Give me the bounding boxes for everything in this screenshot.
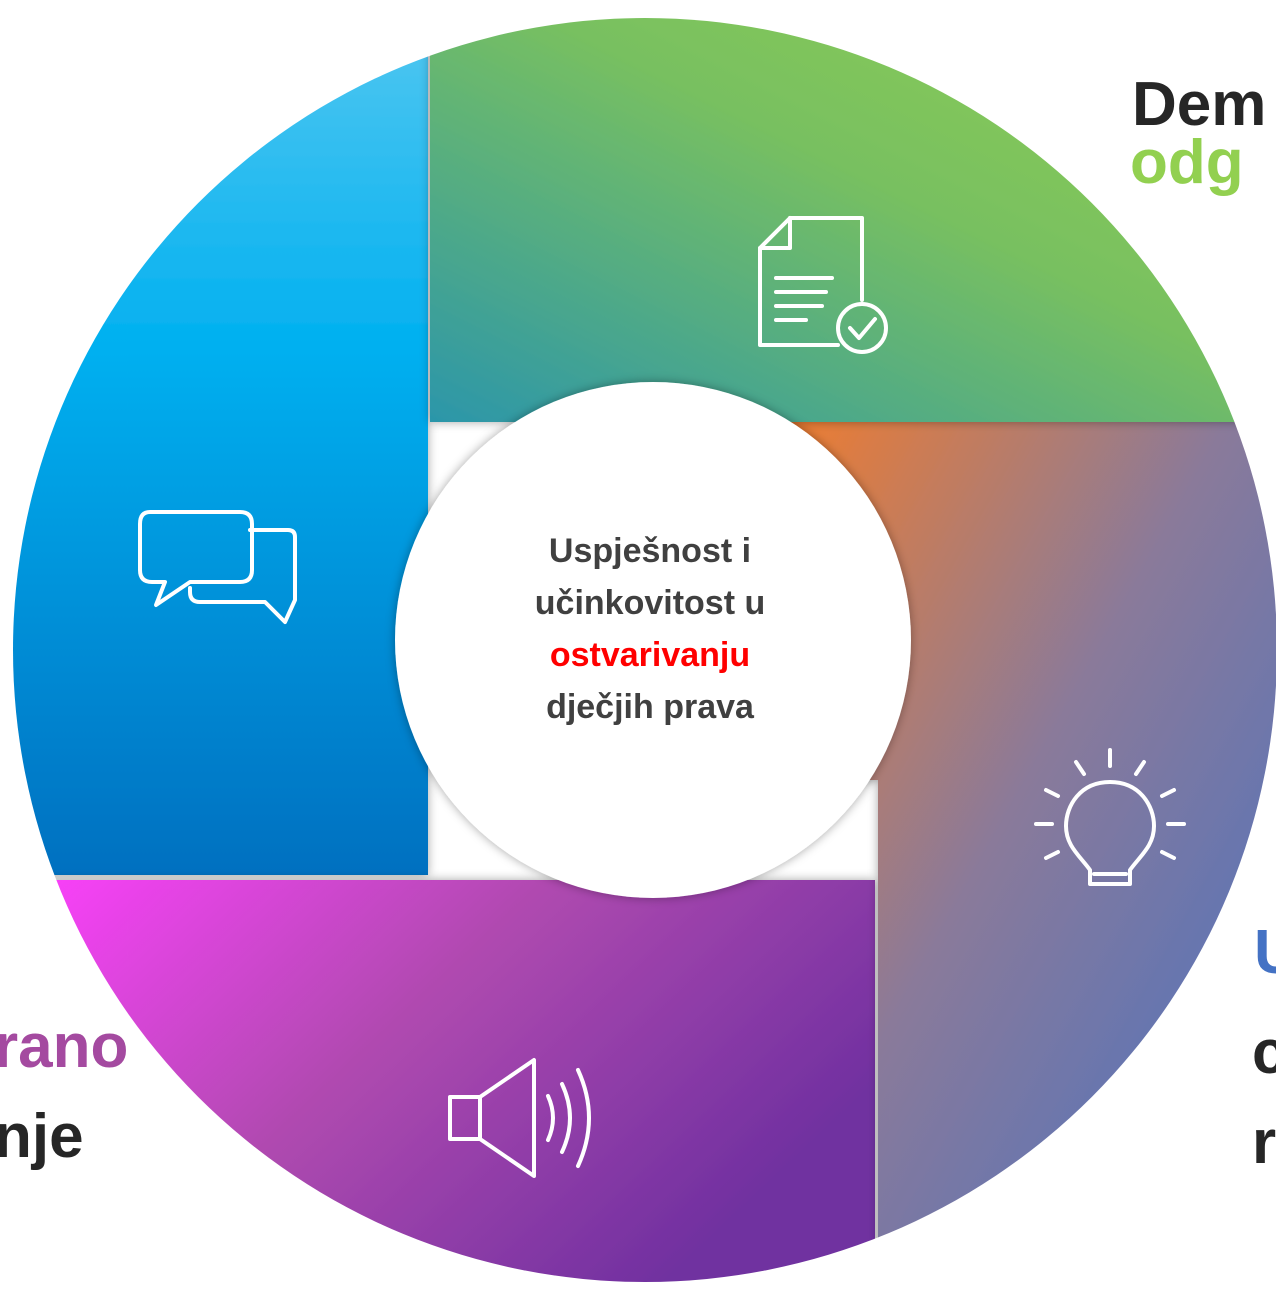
center-line-highlight: ostvarivanju <box>549 636 751 674</box>
bottom-right-heading-2: c <box>1252 1018 1276 1087</box>
chat-bubbles-icon <box>138 510 297 624</box>
speaker-icon <box>448 1058 591 1178</box>
lightbulb-icon <box>1034 748 1186 886</box>
bottom-left-heading-2: nje <box>0 1102 84 1171</box>
center-circle <box>395 382 911 898</box>
document-check-icon <box>758 216 888 354</box>
segment-left <box>13 18 428 875</box>
segment-top-right <box>430 18 1276 422</box>
bottom-right-heading-1: U <box>1254 916 1276 990</box>
top-right-heading-1: Dem <box>1132 70 1267 139</box>
center-label: Uspješnost i učinkovitost u ostvarivanju… <box>470 525 830 733</box>
segment-bottom <box>13 880 875 1282</box>
bottom-left-heading-1: rano <box>0 1012 129 1081</box>
center-line-4: dječjih prava <box>546 688 754 726</box>
center-line-1: Uspješnost i <box>548 532 752 570</box>
bottom-right-heading-3: r <box>1252 1108 1276 1177</box>
center-line-2: učinkovitost u <box>534 584 766 622</box>
top-right-heading-2: odg <box>1130 128 1244 197</box>
